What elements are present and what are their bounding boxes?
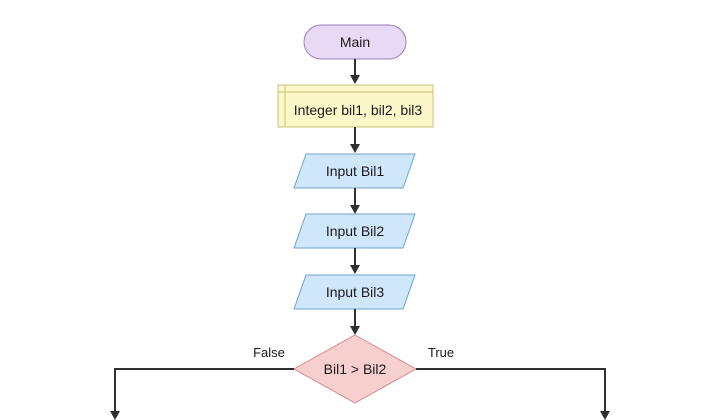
- decision-node[interactable]: Bil1 > Bil2: [292, 334, 418, 404]
- declare-label: Integer bil1, bil2, bil3: [294, 102, 423, 118]
- connector-input-bil3-to-decision: [350, 309, 360, 335]
- connector-declare-to-input-bil1: [350, 127, 360, 153]
- input-node-bil2[interactable]: Input Bil2: [293, 213, 416, 249]
- input-label-bil2: Input Bil2: [326, 223, 385, 239]
- connector-decision-false-branch: [110, 368, 294, 420]
- input-label-bil1: Input Bil1: [326, 163, 385, 179]
- false-branch-label: False: [253, 345, 285, 360]
- arrowhead-icon: [600, 411, 610, 420]
- declare-node[interactable]: Integer bil1, bil2, bil3: [277, 84, 434, 128]
- connector-input-bil1-to-input-bil2: [350, 188, 360, 214]
- start-label: Main: [340, 34, 370, 50]
- input-node-bil1[interactable]: Input Bil1: [293, 153, 416, 189]
- start-node[interactable]: Main: [303, 24, 407, 60]
- arrowhead-icon: [110, 411, 120, 420]
- input-node-bil3[interactable]: Input Bil3: [293, 274, 416, 310]
- arrowhead-icon: [350, 205, 360, 214]
- arrowhead-icon: [350, 75, 360, 84]
- input-parallelogram-shape: [293, 274, 416, 310]
- connector-start-to-declare: [350, 59, 360, 84]
- input-parallelogram-shape: [293, 153, 416, 189]
- input-parallelogram-shape: [293, 213, 416, 249]
- decision-diamond-shape: [292, 334, 418, 404]
- connector-decision-true-branch: [416, 368, 610, 420]
- arrowhead-icon: [350, 326, 360, 335]
- arrowhead-icon: [350, 144, 360, 153]
- arrowhead-icon: [350, 265, 360, 274]
- connector-input-bil2-to-input-bil3: [350, 248, 360, 274]
- input-label-bil3: Input Bil3: [326, 284, 385, 300]
- true-branch-label: True: [428, 345, 454, 360]
- decision-label: Bil1 > Bil2: [324, 361, 387, 377]
